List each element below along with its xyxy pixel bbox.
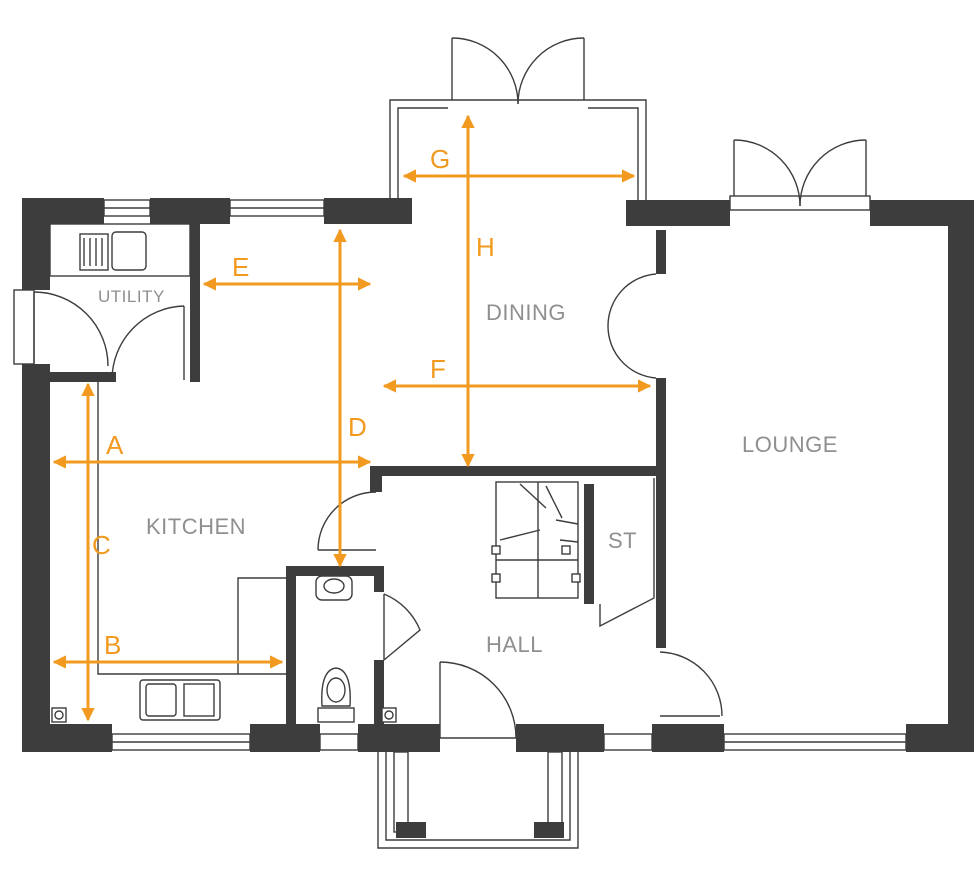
fixtures <box>49 223 397 723</box>
outer-walls <box>22 198 974 752</box>
dimension-label-g: G <box>430 144 450 174</box>
room-label-utility: UTILITY <box>98 287 165 306</box>
stairs <box>491 481 581 599</box>
dimension-label-h: H <box>476 232 495 262</box>
inner-walls <box>50 224 666 724</box>
room-label-lounge: LOUNGE <box>742 432 838 457</box>
dimension-label-a: A <box>106 430 124 460</box>
dimension-label-e: E <box>232 252 249 282</box>
windows <box>13 199 907 751</box>
lounge-doors <box>729 139 871 211</box>
room-label-dining: DINING <box>486 300 566 325</box>
room-label-hall: HALL <box>486 632 543 657</box>
porch <box>377 661 579 849</box>
dimension-lines: G H E D F A C B <box>52 114 652 722</box>
room-label-kitchen: KITCHEN <box>146 514 246 539</box>
dimension-label-d: D <box>348 412 367 442</box>
dimension-label-b: B <box>104 630 121 660</box>
dining-bay <box>389 37 647 200</box>
room-labels: UTILITY DINING LOUNGE KITCHEN ST HALL <box>98 287 838 657</box>
room-label-st: ST <box>608 528 637 553</box>
dimension-label-f: F <box>430 354 446 384</box>
internal-doors <box>33 273 723 717</box>
dimension-label-c: C <box>92 530 111 560</box>
